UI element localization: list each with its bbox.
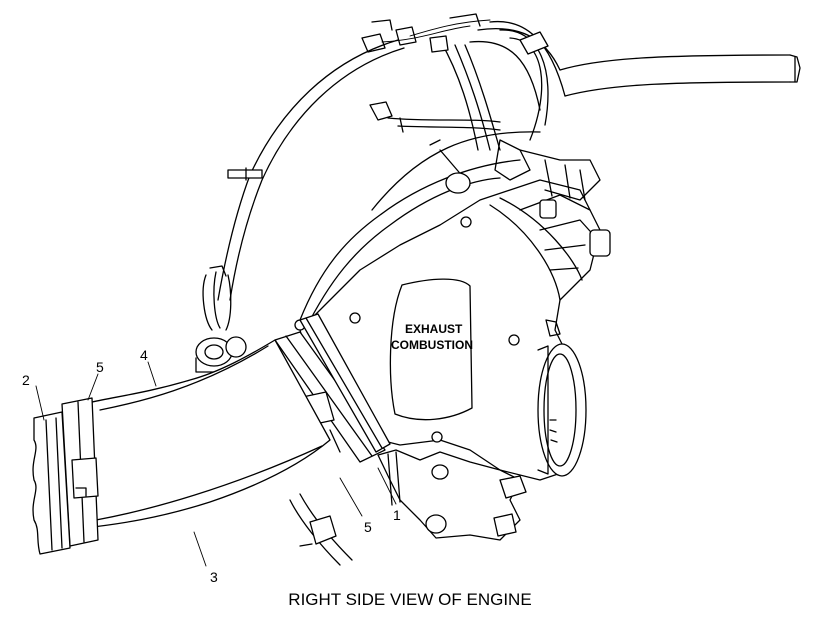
- callout-4: 4: [140, 347, 148, 363]
- plate-label-line1: EXHAUST: [405, 322, 463, 336]
- callout-5-clamp: 5: [96, 359, 104, 375]
- callout-3: 3: [210, 569, 218, 585]
- leader-lines: [35, 361, 397, 567]
- long-tube: [195, 39, 405, 373]
- plate-label-line2: COMBUSTION: [391, 338, 473, 352]
- duct-flange: [274, 313, 391, 463]
- callout-1: 1: [393, 507, 401, 523]
- side-cover: [537, 343, 587, 477]
- callout-2: 2: [22, 372, 30, 388]
- lower-bracket: [377, 449, 527, 541]
- end-clamp-and-flange: [32, 397, 99, 555]
- callout-5-flange: 5: [364, 519, 372, 535]
- drain-tube: [289, 493, 353, 566]
- exhaust-combustion-plate: EXHAUST COMBUSTION: [389, 278, 473, 421]
- upper-tube-bundle: [361, 13, 801, 151]
- bent-duct: [83, 339, 331, 529]
- figure-caption: RIGHT SIDE VIEW OF ENGINE: [288, 590, 532, 609]
